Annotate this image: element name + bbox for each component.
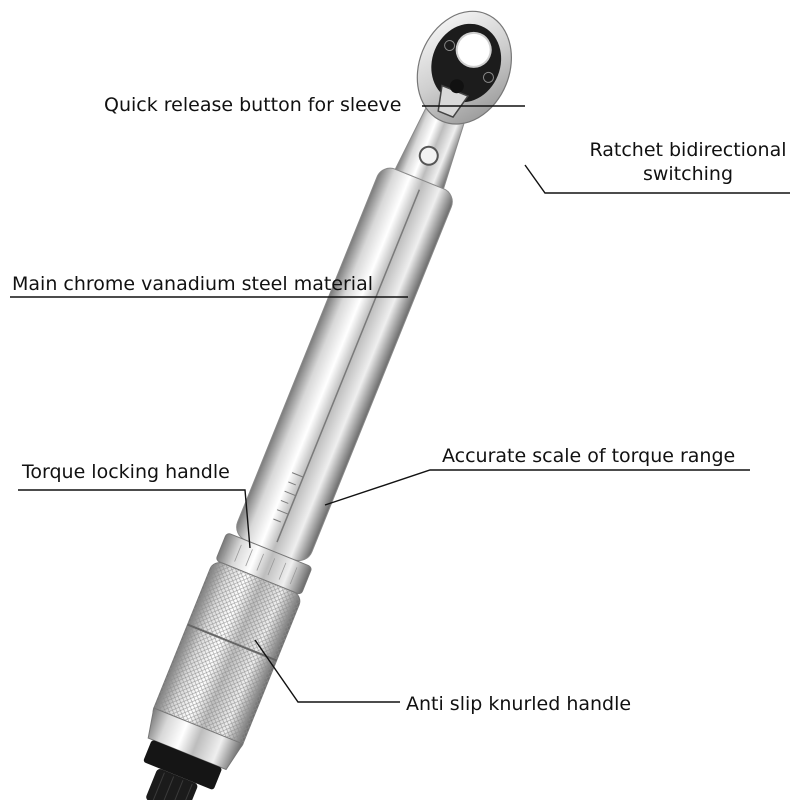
grip-end xyxy=(147,707,244,771)
grip-groove xyxy=(187,623,277,662)
neck-hole xyxy=(418,145,439,166)
label-torque-locking: Torque locking handle xyxy=(22,461,230,483)
end-knob xyxy=(146,769,198,800)
quick-release-button xyxy=(455,31,492,68)
label-main-material: Main chrome vanadium steel material xyxy=(12,273,373,295)
label-quick-release: Quick release button for sleeve xyxy=(104,94,402,116)
leader-accurate-scale xyxy=(324,469,750,506)
switch-knob xyxy=(449,79,464,94)
label-ratchet: Ratchet bidirectional switching xyxy=(578,138,798,186)
leader-anti-slip xyxy=(254,639,400,703)
leader-torque-locking xyxy=(18,489,251,549)
leader-lines xyxy=(10,105,790,703)
leader-ratchet xyxy=(524,164,790,194)
head-dot-right xyxy=(482,71,494,83)
main-tube xyxy=(236,167,453,562)
label-ratchet-line2: switching xyxy=(642,163,734,185)
tube-highlight xyxy=(276,189,421,543)
label-accurate-scale: Accurate scale of torque range xyxy=(442,445,736,467)
end-cap xyxy=(143,740,222,790)
torque-scale xyxy=(273,472,304,523)
label-ratchet-line1: Ratchet bidirectional xyxy=(589,139,787,161)
head-dot-left xyxy=(444,40,456,52)
label-anti-slip: Anti slip knurled handle xyxy=(406,693,632,715)
